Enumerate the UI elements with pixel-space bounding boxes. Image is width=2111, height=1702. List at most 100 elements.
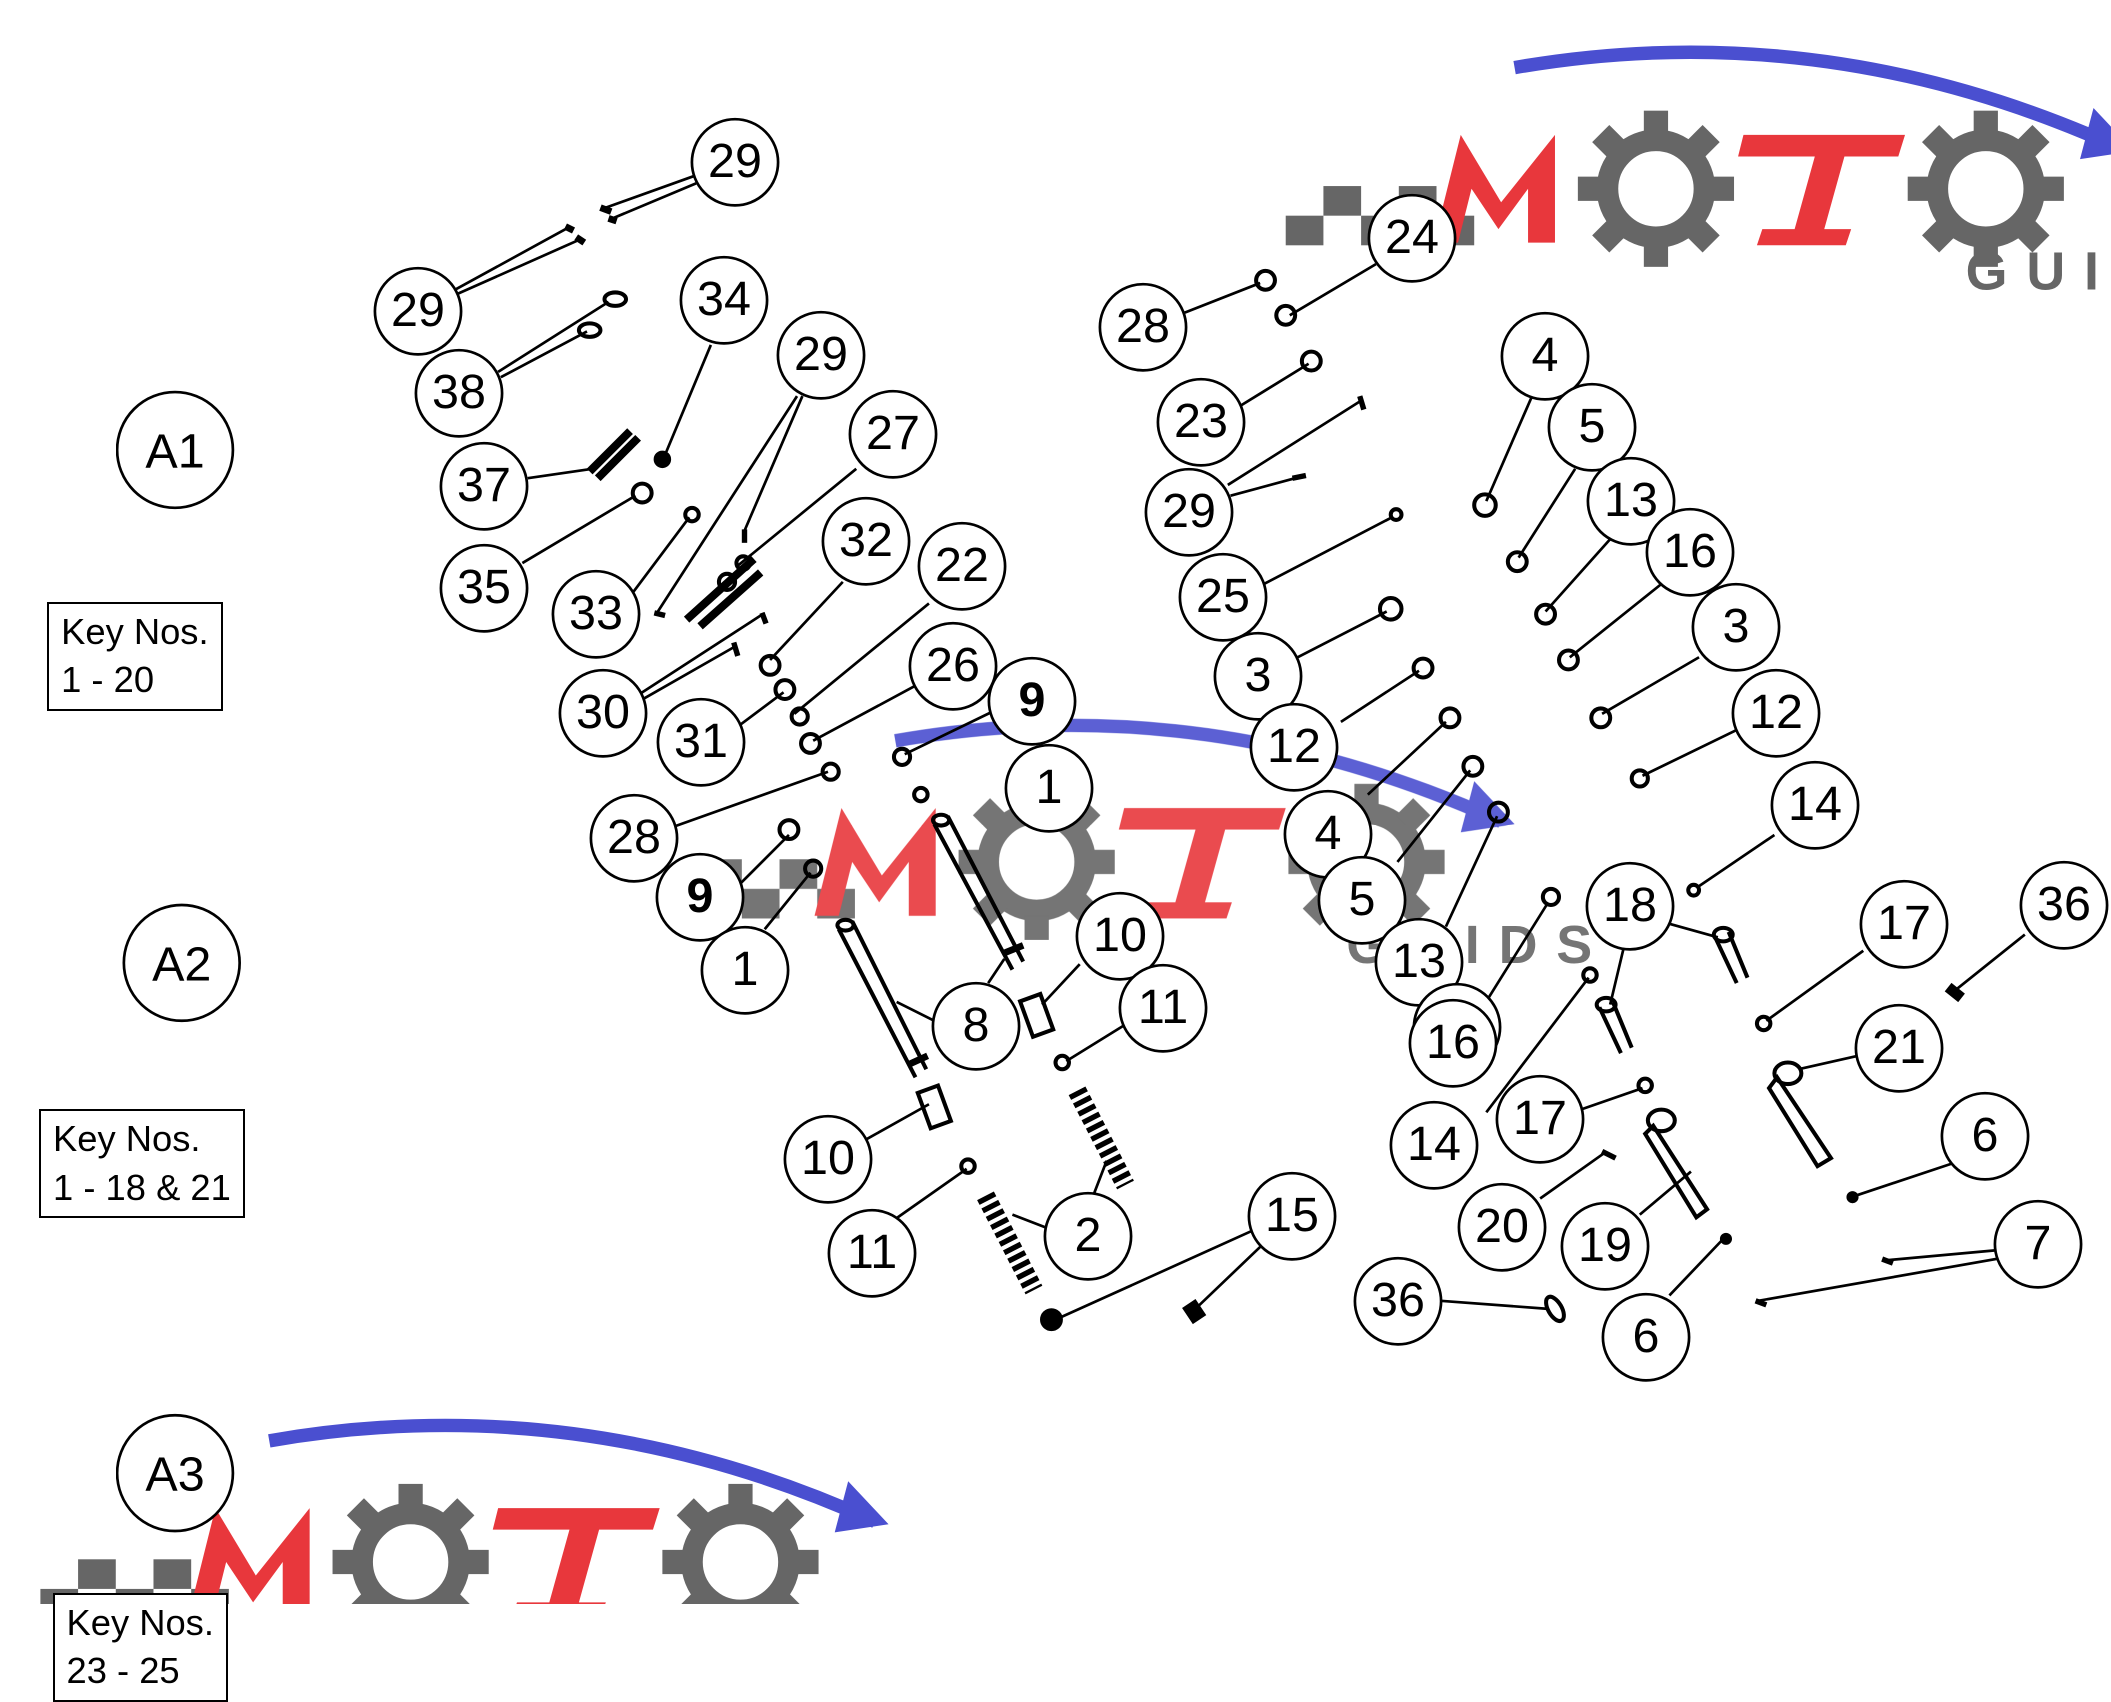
callout-17: 17 [1859, 879, 1949, 969]
callout-circle [439, 441, 529, 531]
callout-13: 13 [1586, 456, 1676, 546]
callout-circle [414, 348, 504, 438]
callout-11: 11 [827, 1208, 917, 1298]
key-title: Key Nos. [61, 610, 209, 652]
callout-circle [1500, 311, 1590, 401]
callout-number: 13 [1392, 934, 1446, 988]
callout-9: 9 [987, 656, 1077, 746]
callout-number: 2 [1075, 1208, 1102, 1262]
callout-number: 7 [2025, 1216, 2052, 1270]
key-title: Key Nos. [66, 1601, 214, 1643]
callout-number: 20 [1475, 1199, 1529, 1253]
callout-28: 28 [1098, 282, 1188, 372]
callout-circle [551, 569, 641, 659]
callout-4: 4 [1283, 789, 1373, 879]
key-box-a1: Key Nos. 1 - 20 [47, 601, 223, 711]
callout-31: 31 [656, 697, 746, 787]
callout-number: 28 [1116, 299, 1170, 353]
callout-number: 34 [697, 272, 751, 326]
callout-7: 7 [1993, 1199, 2083, 1289]
callout-number: 10 [801, 1131, 855, 1185]
callout-number: 11 [847, 1225, 897, 1279]
callout-circle [1247, 1171, 1337, 1261]
callout-number: 22 [935, 538, 989, 592]
callout-number: 11 [1138, 980, 1188, 1034]
callout-9: 9 [655, 852, 745, 942]
callout-6: 6 [1601, 1292, 1691, 1382]
callout-circle [1601, 1292, 1691, 1382]
assembly-a1-text: A1 [145, 424, 204, 478]
callout-number: 29 [708, 134, 762, 188]
callout-number: 32 [839, 513, 893, 567]
callout-circle [439, 543, 529, 633]
callout-30: 30 [558, 668, 648, 758]
callout-number: 27 [866, 406, 920, 460]
assembly-a3-text: A3 [145, 1448, 204, 1502]
callout-number: 36 [1371, 1273, 1425, 1327]
callout-10: 10 [783, 1114, 873, 1204]
key-range: 1 - 18 & 21 [53, 1166, 231, 1208]
callout-11: 11 [1118, 963, 1208, 1053]
callout-16: 16 [1645, 507, 1735, 597]
callout-circle [1075, 891, 1165, 981]
callout-circle [776, 310, 866, 400]
callout-28: 28 [589, 793, 679, 883]
callout-6: 6 [1940, 1091, 2030, 1181]
callout-16: 16 [1408, 998, 1498, 1088]
callout-14: 14 [1770, 760, 1860, 850]
assembly-label-a2: A2 [122, 903, 241, 1023]
callout-3: 3 [1213, 631, 1303, 721]
callout-13: 13 [1374, 917, 1464, 1007]
callout-circle [1457, 1182, 1547, 1272]
callout-number: 16 [1426, 1015, 1480, 1069]
callout-number: 36 [2037, 877, 2091, 931]
callout-circle [655, 852, 745, 942]
callout-number: 6 [1972, 1108, 1999, 1162]
callout-circle [1043, 1191, 1133, 1281]
callout-circle [1495, 1074, 1585, 1164]
callout-circle [1586, 456, 1676, 546]
callout-circle [1389, 1100, 1479, 1190]
callout-36: 36 [1353, 1256, 1443, 1346]
key-box-a3: Key Nos. 23 - 25 [52, 1592, 228, 1702]
callout-circle [1770, 760, 1860, 850]
callout-circle [656, 697, 746, 787]
callout-5: 5 [1547, 382, 1637, 472]
callout-circle [908, 621, 998, 711]
callout-27: 27 [848, 389, 938, 479]
callout-number: 14 [1788, 777, 1842, 831]
callout-number: 14 [1407, 1117, 1461, 1171]
callout-circle [917, 521, 1007, 611]
callout-number: 5 [1579, 399, 1606, 453]
callout-number: 23 [1174, 394, 1228, 448]
callout-circle [679, 255, 769, 345]
callout-number: 35 [457, 560, 511, 614]
callout-22: 22 [917, 521, 1007, 611]
callout-number: 37 [457, 458, 511, 512]
callout-23: 23 [1156, 377, 1246, 467]
callout-29: 29 [373, 266, 463, 356]
callout-38: 38 [414, 348, 504, 438]
callout-number: 29 [1162, 484, 1216, 538]
callout-number: 4 [1532, 328, 1559, 382]
callout-circle [1408, 998, 1498, 1088]
callout-number: 29 [391, 283, 445, 337]
callout-circle [1940, 1091, 2030, 1181]
callout-circle [1560, 1201, 1650, 1291]
callout-circle [783, 1114, 873, 1204]
callout-circle [1178, 552, 1268, 642]
callout-number: 8 [963, 998, 990, 1052]
callout-circle [700, 925, 790, 1015]
callout-number: 3 [1245, 648, 1272, 702]
assembly-label-a1: A1 [115, 390, 235, 510]
callout-circle [1156, 377, 1246, 467]
callout-circle [848, 389, 938, 479]
callout-number: 5 [1349, 872, 1376, 926]
callout-circle [373, 266, 463, 356]
callout-number: 17 [1513, 1091, 1567, 1145]
callout-number: 16 [1663, 524, 1717, 578]
callout-circle [1691, 582, 1781, 672]
callout-20: 20 [1457, 1182, 1547, 1272]
callout-circle [1213, 631, 1303, 721]
